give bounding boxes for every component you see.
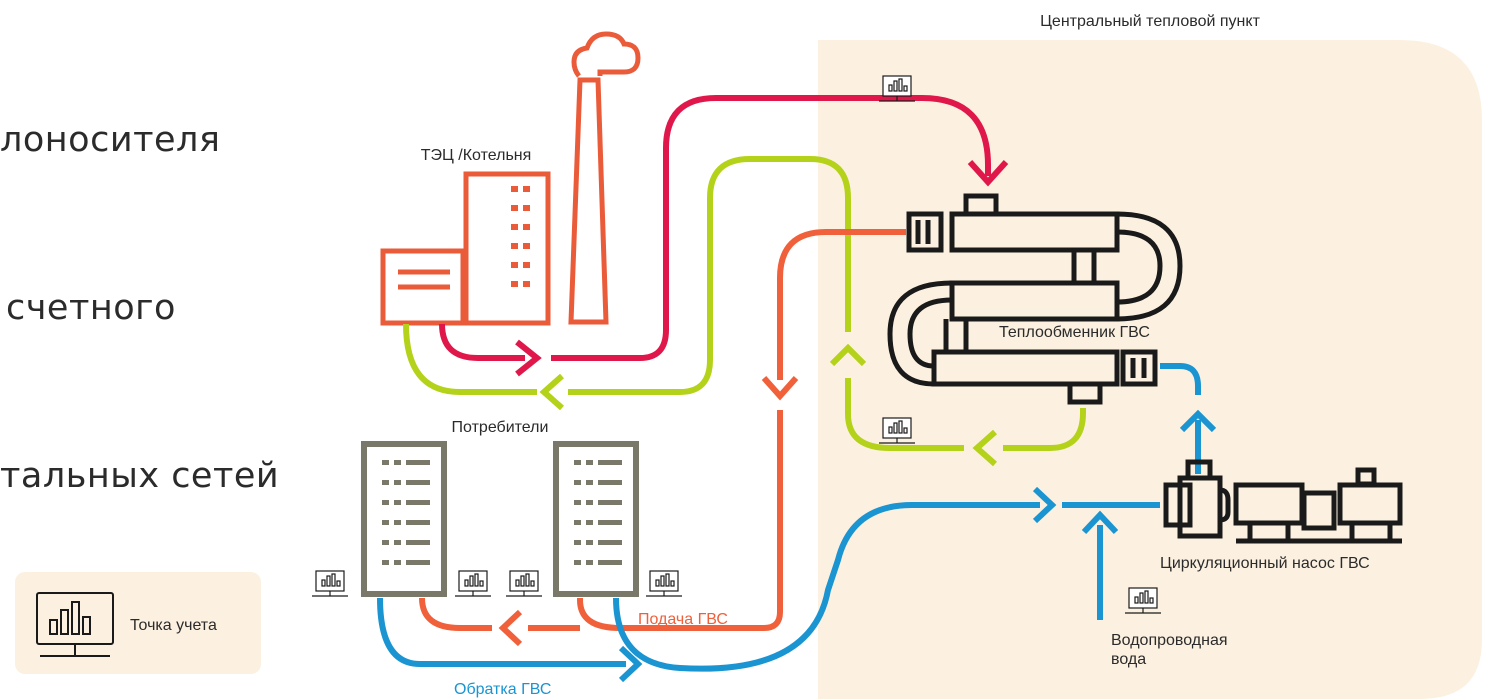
- heading-line-1: лоносителя: [0, 120, 221, 160]
- legend-box: [15, 572, 261, 674]
- legend-label: Точка учета: [130, 617, 217, 634]
- meter-point-icon: [455, 570, 491, 597]
- meter-point-icon: [506, 570, 542, 597]
- heat-exchanger: [887, 193, 1183, 405]
- consumer-building-1: [361, 441, 447, 597]
- meter-points: [312, 75, 1161, 614]
- hot-water-supply-line: [419, 229, 906, 647]
- meter-monitor-icon: [36, 592, 114, 657]
- tap-water-label-line-2: вода: [1111, 651, 1146, 668]
- meter-point-icon: [879, 417, 915, 444]
- heading-line-3: тальных сетей: [0, 456, 280, 496]
- meter-point-icon: [1125, 587, 1161, 614]
- return-hw-label: Обратка ГВС: [454, 681, 551, 698]
- chp-label: ТЭЦ /Котельня: [421, 147, 532, 164]
- chp-windows: [511, 186, 530, 287]
- central-heat-point-zone: [818, 40, 1482, 699]
- page-heading: лоносителя счетного тальных сетей: [0, 0, 279, 560]
- heat-return-line: [403, 156, 1086, 467]
- consumer-windows: [382, 460, 622, 565]
- supply-hw-label: Подача ГВС: [638, 611, 728, 628]
- pump-label: Циркуляционный насос ГВС: [1160, 555, 1370, 572]
- hot-water-return-line: [377, 363, 1217, 683]
- meter-point-icon: [879, 75, 915, 102]
- consumer-building-2: [553, 441, 639, 597]
- tap-water-label-line-1: Водопроводная: [1111, 632, 1228, 649]
- heading-line-2: счетного: [6, 288, 176, 328]
- chp-boiler-plant: [380, 31, 641, 326]
- central-heat-point-label: Центральный тепловой пункт: [1040, 13, 1260, 30]
- heat-supply-line: [439, 95, 1009, 377]
- meter-point-icon: [312, 570, 348, 597]
- circulation-pump: [1163, 459, 1403, 544]
- heat-exchanger-label: Теплообменник ГВС: [999, 324, 1150, 341]
- consumers-label: Потребители: [452, 419, 549, 436]
- meter-point-icon: [646, 570, 682, 597]
